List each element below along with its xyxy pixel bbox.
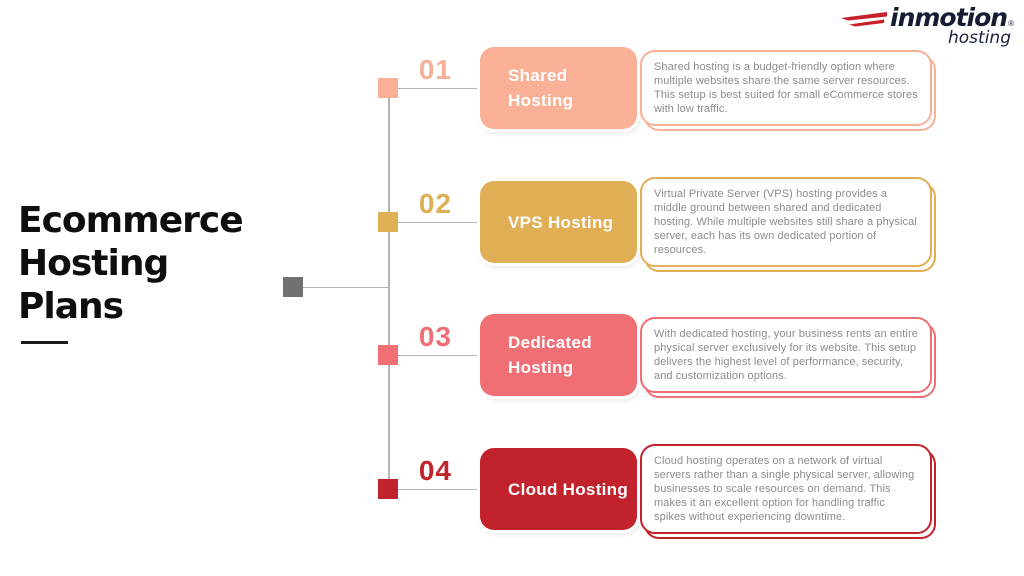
logo-tagline-text: hosting [948, 28, 1011, 48]
item-title: Dedicated Hosting [508, 333, 592, 377]
item-title-box: VPS Hosting [480, 181, 637, 263]
item-description-box: With dedicated hosting, your business re… [640, 317, 932, 393]
item-description-box: Virtual Private Server (VPS) hosting pro… [640, 177, 932, 267]
item-description: With dedicated hosting, your business re… [654, 328, 918, 382]
item-number: 04 [418, 455, 452, 486]
branch-line [398, 354, 480, 356]
registered-trademark-icon: ® [1008, 19, 1014, 28]
item-title: VPS Hosting [508, 212, 614, 232]
item-description-box: Shared hosting is a budget-friendly opti… [640, 50, 932, 126]
item-number: 03 [418, 321, 452, 352]
item-description-box: Cloud hosting operates on a network of v… [640, 444, 932, 534]
connector-root-line [302, 286, 388, 288]
item-number: 01 [418, 54, 452, 85]
item-title: Shared Hosting [508, 66, 574, 110]
connector-trunk-line [388, 88, 390, 489]
branch-node-square [378, 345, 398, 365]
item-number: 02 [418, 188, 452, 219]
connector-root-node [283, 277, 303, 297]
branch-line [398, 221, 480, 223]
item-description: Virtual Private Server (VPS) hosting pro… [654, 188, 917, 256]
branch-node-square [378, 479, 398, 499]
item-title-box: Dedicated Hosting [480, 314, 637, 396]
item-description: Cloud hosting operates on a network of v… [654, 455, 915, 523]
inmotion-hosting-logo: inmotion ® hosting [841, 5, 1014, 47]
item-title-box: Shared Hosting [480, 47, 637, 129]
title-underline [21, 341, 68, 344]
logo-brand-row: inmotion ® [841, 5, 1014, 31]
item-description: Shared hosting is a budget-friendly opti… [654, 61, 918, 115]
branch-line [398, 488, 480, 490]
logo-brand-text: inmotion [890, 3, 1008, 32]
branch-node-square [378, 78, 398, 98]
speed-lines-icon [841, 11, 887, 26]
item-title: Cloud Hosting [508, 479, 629, 499]
page-title: Ecommerce Hosting Plans [18, 200, 244, 327]
branch-line [398, 87, 480, 89]
item-title-box: Cloud Hosting [480, 448, 637, 530]
branch-node-square [378, 212, 398, 232]
